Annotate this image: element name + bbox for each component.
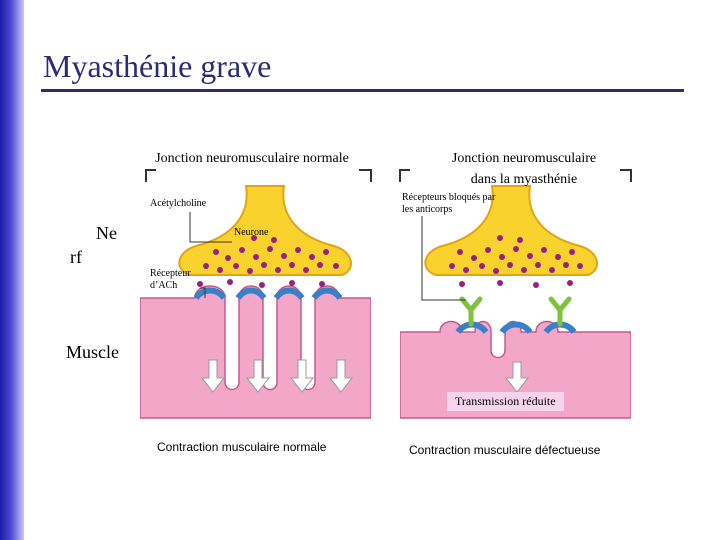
blocked-receptors-label-line1: Récepteurs bloqués par bbox=[402, 192, 496, 203]
left-panel-caption: Contraction musculaire normale bbox=[157, 440, 327, 454]
acetylcholine-leader bbox=[189, 212, 232, 243]
right-panel-title-line2: dans la myasthénie bbox=[470, 172, 578, 187]
blocked-receptors-label-line2: les anticorps bbox=[402, 204, 453, 215]
muscle-left bbox=[140, 285, 371, 419]
vesicles-left bbox=[197, 235, 339, 288]
recepteur-leader bbox=[200, 287, 206, 298]
nerf-label-part1: Ne bbox=[96, 223, 117, 243]
acetylcholine-label: Acétylcholine bbox=[150, 198, 207, 209]
slide-side-bar bbox=[0, 0, 24, 540]
recepteur-label-line1: Récepteur bbox=[150, 268, 191, 279]
vesicles-right bbox=[449, 235, 583, 288]
recepteur-label-line2: d’ACh bbox=[150, 280, 178, 291]
left-panel-title: Jonction neuromusculaire normale bbox=[155, 151, 349, 166]
neurone-label: Neurone bbox=[234, 227, 269, 238]
right-panel-caption: Contraction musculaire défectueuse bbox=[409, 443, 601, 457]
blocked-receptor-leader bbox=[421, 216, 466, 301]
arrows-left bbox=[200, 359, 354, 393]
muscle-label: Muscle bbox=[66, 342, 119, 362]
right-panel-title-line1: Jonction neuromusculaire bbox=[451, 151, 597, 166]
arrow-right bbox=[504, 361, 530, 393]
nerf-label-part2: rf bbox=[70, 247, 82, 267]
receptors-left bbox=[193, 287, 343, 300]
right-panel-frame bbox=[399, 169, 632, 182]
left-panel-frame bbox=[145, 169, 372, 182]
transmission-reduite-badge: Transmission réduite bbox=[447, 392, 564, 411]
slide-title: Myasthénie grave bbox=[43, 48, 272, 84]
antibodies-right bbox=[459, 296, 572, 327]
neuron-right bbox=[424, 185, 598, 276]
title-rule bbox=[41, 89, 684, 92]
neuron-left bbox=[178, 185, 352, 276]
